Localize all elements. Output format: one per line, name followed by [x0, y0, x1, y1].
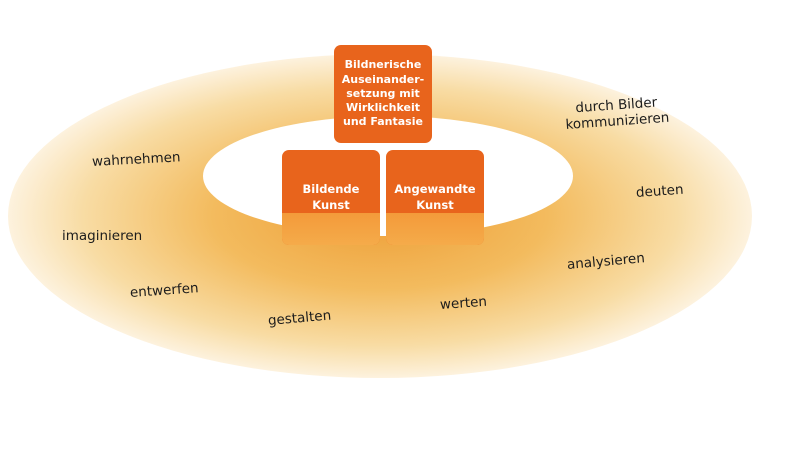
box-top-label: Bildnerische Auseinander- setzung mit Wi… [341, 58, 425, 129]
box-angewandte-kunst: Angewandte Kunst [386, 150, 484, 245]
outer-ring [8, 54, 752, 378]
ring-label-deuten: deuten [635, 181, 685, 201]
box-left-label: Bildende Kunst [302, 181, 360, 212]
box-bildnerische-auseinandersetzung: Bildnerische Auseinander- setzung mit Wi… [334, 45, 432, 143]
box-right-label: Angewandte Kunst [394, 181, 476, 212]
ring-label-werten: werten [439, 293, 488, 313]
box-bildende-kunst: Bildende Kunst [282, 150, 380, 245]
ring-label-imaginieren: imaginieren [62, 228, 143, 244]
box-left-shade [282, 213, 380, 245]
box-right-shade [386, 213, 484, 245]
